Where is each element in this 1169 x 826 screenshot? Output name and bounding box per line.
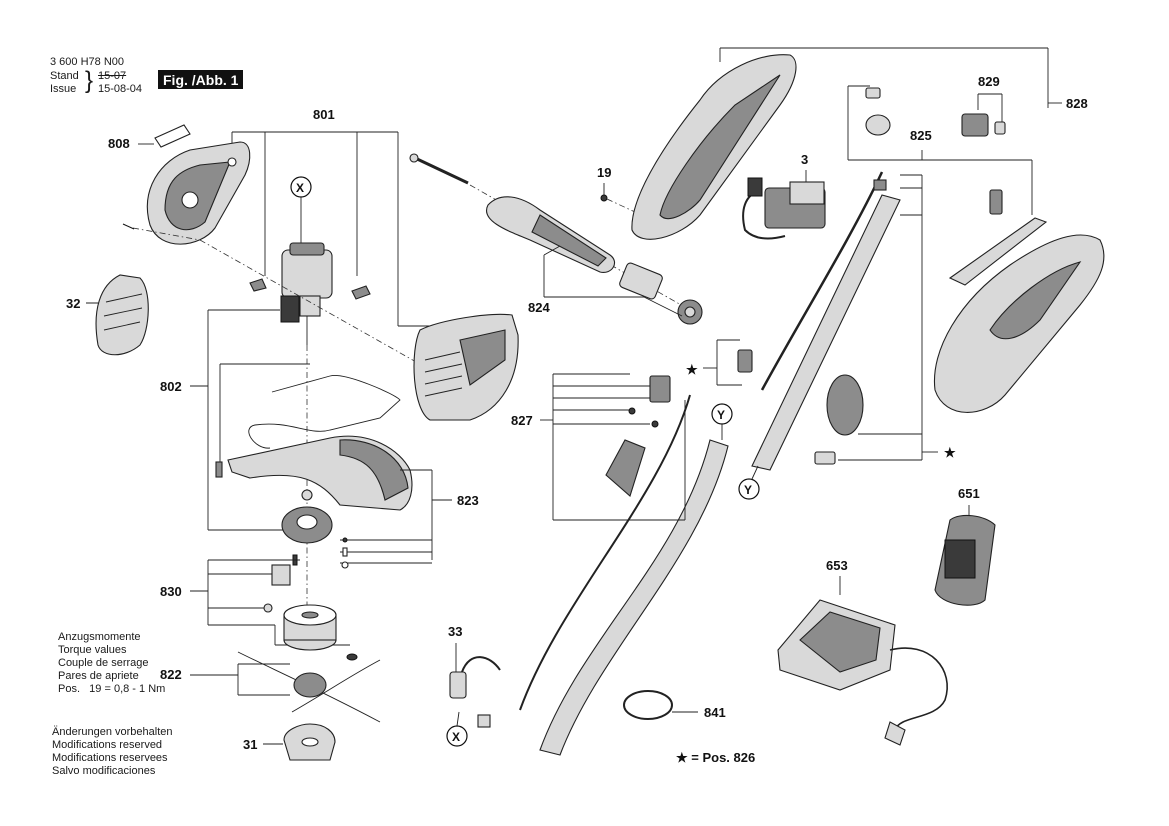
cable-part: [760, 171, 884, 391]
callout-y-right: [738, 478, 760, 500]
spool-housing-part: [283, 604, 337, 651]
issue-date: 15-08-04: [98, 83, 143, 95]
part-number-802: 802: [160, 379, 182, 394]
part-number-3: 3: [801, 152, 808, 167]
leader-825: [838, 85, 1033, 461]
mod-line-en: Modifications reserved: [52, 739, 163, 751]
label-sticker-part: [154, 124, 191, 148]
handle-shell-part: [631, 54, 797, 240]
lever-part: [948, 217, 1048, 286]
torque-note: Anzugsmomente Torque values Couple de se…: [58, 631, 165, 696]
battery-pack-part: [934, 514, 996, 606]
part-number-808: 808: [108, 136, 130, 151]
callout-y-mid-label: Y: [717, 408, 725, 422]
part-number-841: 841: [704, 705, 726, 720]
legend-star-825: ★: [944, 445, 956, 460]
torque-pos-line: Pos. 19 = 0,8 - 1 Nm: [58, 683, 166, 695]
mod-line-es: Salvo modificaciones: [52, 765, 156, 777]
torque-line-es: Pares de apriete: [58, 670, 139, 682]
modifications-note: Änderungen vorbehalten Modifications res…: [52, 726, 172, 778]
latch-button-part: [961, 113, 1006, 137]
grip-insert-part: [605, 439, 646, 497]
leader-star: [703, 339, 742, 386]
leader-801: [231, 131, 432, 327]
part-number-801: 801: [313, 107, 335, 122]
part-number-823: 823: [457, 493, 479, 508]
leader-824: [543, 245, 683, 317]
brush-right-part: [351, 285, 371, 300]
spool-part: [293, 672, 327, 698]
part-number-824: 824: [528, 300, 550, 315]
battery-housing-part: [933, 234, 1105, 413]
bolt-part: [414, 156, 469, 185]
motor-housing-right-part: [413, 313, 519, 421]
part-number-32: 32: [66, 296, 80, 311]
lower-shaft-part: [539, 439, 729, 756]
guard-bow-part: [248, 375, 401, 449]
coupler-part: [619, 262, 663, 300]
part-number-828: 828: [1066, 96, 1088, 111]
fan-part: [281, 489, 333, 544]
stand-label: Stand: [50, 70, 79, 82]
callout-y-right-label: Y: [744, 483, 752, 497]
old-date: 15-07: [98, 70, 127, 82]
issue-label: Issue: [50, 83, 77, 95]
upper-shaft-part: [751, 179, 901, 471]
callout-x-top-label: X: [296, 181, 304, 195]
torque-line-de: Anzugsmomente: [58, 631, 141, 643]
part-number-830: 830: [160, 584, 182, 599]
switch-part: [742, 177, 826, 240]
spring-part: [989, 189, 1003, 215]
torque-line-en: Torque values: [58, 644, 127, 656]
mod-line-de: Änderungen vorbehalten: [52, 726, 173, 738]
handle-grip-part: [485, 196, 615, 273]
latch-part: [271, 564, 291, 586]
part-number-33: 33: [448, 624, 462, 639]
thermal-cutout-part: [449, 656, 501, 728]
lower-cable-part: [519, 394, 691, 711]
charger-part: [777, 599, 948, 746]
side-cover-part: [95, 274, 149, 356]
motor-housing-left-part: [146, 141, 251, 245]
leader-827: [540, 373, 686, 521]
figure-label: Fig. /Abb. 1: [158, 70, 244, 89]
part-number-827: 827: [511, 413, 533, 428]
guard-part: [215, 435, 413, 511]
part-number-829: 829: [978, 74, 1000, 89]
leader-802: [190, 309, 310, 531]
callout-x-bottom-label: X: [452, 730, 460, 744]
brush-left-part: [249, 278, 267, 292]
part-number-31: 31: [243, 737, 257, 752]
part-number-822: 822: [160, 667, 182, 682]
doc-number: 3 600 H78 N00: [50, 56, 124, 68]
part-number-825: 825: [910, 128, 932, 143]
knob-part: [677, 299, 703, 325]
part-number-653: 653: [826, 558, 848, 573]
motor-part: [280, 242, 333, 345]
leader-823: [340, 469, 452, 564]
legend-star-left: ★: [686, 362, 698, 377]
leader-822: [190, 663, 290, 696]
battery-latch-part: [814, 374, 864, 465]
seal-ring-part: [623, 690, 673, 720]
knob-sleeve-part: [865, 87, 891, 136]
part-number-19: 19: [597, 165, 611, 180]
legend-star-text: ★ = Pos. 826: [676, 750, 755, 765]
part-number-651: 651: [958, 486, 980, 501]
brace-icon: }: [85, 67, 94, 94]
torque-line-fr: Couple de serrage: [58, 657, 149, 669]
mod-line-fr: Modifications reservees: [52, 752, 168, 764]
